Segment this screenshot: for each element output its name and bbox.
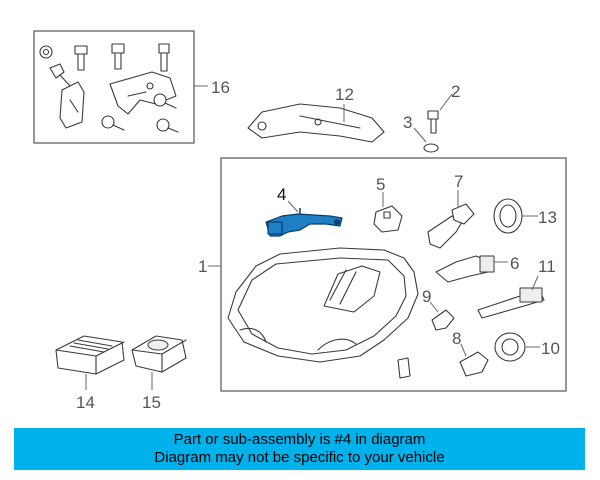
callout-11[interactable]: 11 bbox=[538, 257, 556, 276]
hardware-bracket[interactable] bbox=[109, 71, 177, 115]
headlamp-housing[interactable] bbox=[227, 247, 419, 363]
control-module-15[interactable] bbox=[131, 335, 187, 373]
callout-8[interactable]: 8 bbox=[452, 329, 461, 348]
bulb-part-8[interactable] bbox=[459, 351, 489, 377]
hardware-screw[interactable] bbox=[156, 118, 179, 133]
highlighted-part-4[interactable] bbox=[265, 208, 343, 237]
washer-part[interactable] bbox=[423, 143, 439, 153]
callout-12[interactable]: 12 bbox=[335, 85, 354, 104]
control-module-14[interactable] bbox=[55, 335, 125, 375]
hardware-kit-group: 16 bbox=[33, 30, 230, 144]
callout-4[interactable]: 4 bbox=[277, 185, 286, 204]
banner-line-2: Diagram may not be specific to your vehi… bbox=[154, 449, 445, 466]
hardware-bolt[interactable] bbox=[111, 43, 125, 70]
hardware-screw[interactable] bbox=[49, 63, 71, 87]
callout-5[interactable]: 5 bbox=[376, 175, 385, 194]
callout-13[interactable]: 13 bbox=[538, 208, 557, 227]
callout-10[interactable]: 10 bbox=[541, 339, 560, 358]
banner-line-1: Part or sub-assembly is #4 in diagram bbox=[173, 431, 426, 448]
callout-14[interactable]: 14 bbox=[76, 393, 95, 412]
callout-2[interactable]: 2 bbox=[451, 82, 460, 101]
callout-15[interactable]: 15 bbox=[142, 393, 161, 412]
socket-part[interactable] bbox=[494, 332, 526, 362]
hardware-bolt[interactable] bbox=[158, 43, 170, 72]
hardware-bracket[interactable] bbox=[59, 81, 85, 129]
bulb-part-9[interactable] bbox=[431, 309, 455, 331]
callout-6[interactable]: 6 bbox=[510, 254, 519, 273]
hardware-kit-box bbox=[33, 30, 195, 144]
headlamp-assembly-box bbox=[220, 157, 567, 392]
callout-3[interactable]: 3 bbox=[403, 113, 412, 132]
hardware-bolt[interactable] bbox=[74, 45, 88, 71]
hardware-screw[interactable] bbox=[39, 45, 53, 59]
retaining-ring-part[interactable] bbox=[493, 198, 523, 234]
callout-7[interactable]: 7 bbox=[454, 172, 463, 191]
bulb-part-6[interactable] bbox=[435, 255, 495, 283]
bulb-part-11[interactable] bbox=[477, 287, 545, 319]
info-banner: Part or sub-assembly is #4 in diagram Di… bbox=[14, 428, 585, 470]
bulb-part-7[interactable] bbox=[427, 203, 475, 249]
callout-16[interactable]: 16 bbox=[211, 78, 230, 97]
small-clip-part[interactable] bbox=[397, 357, 411, 379]
callout-9[interactable]: 9 bbox=[422, 287, 431, 306]
callout-1[interactable]: 1 bbox=[198, 257, 207, 276]
mounting-bracket-part[interactable] bbox=[247, 103, 385, 143]
hardware-screw[interactable] bbox=[153, 93, 177, 109]
clip-part[interactable] bbox=[373, 205, 403, 233]
parts-diagram: 16 12 2 3 1 4 5 7 bbox=[33, 30, 567, 412]
hardware-screw[interactable] bbox=[101, 115, 125, 131]
screw-part[interactable] bbox=[427, 110, 439, 134]
